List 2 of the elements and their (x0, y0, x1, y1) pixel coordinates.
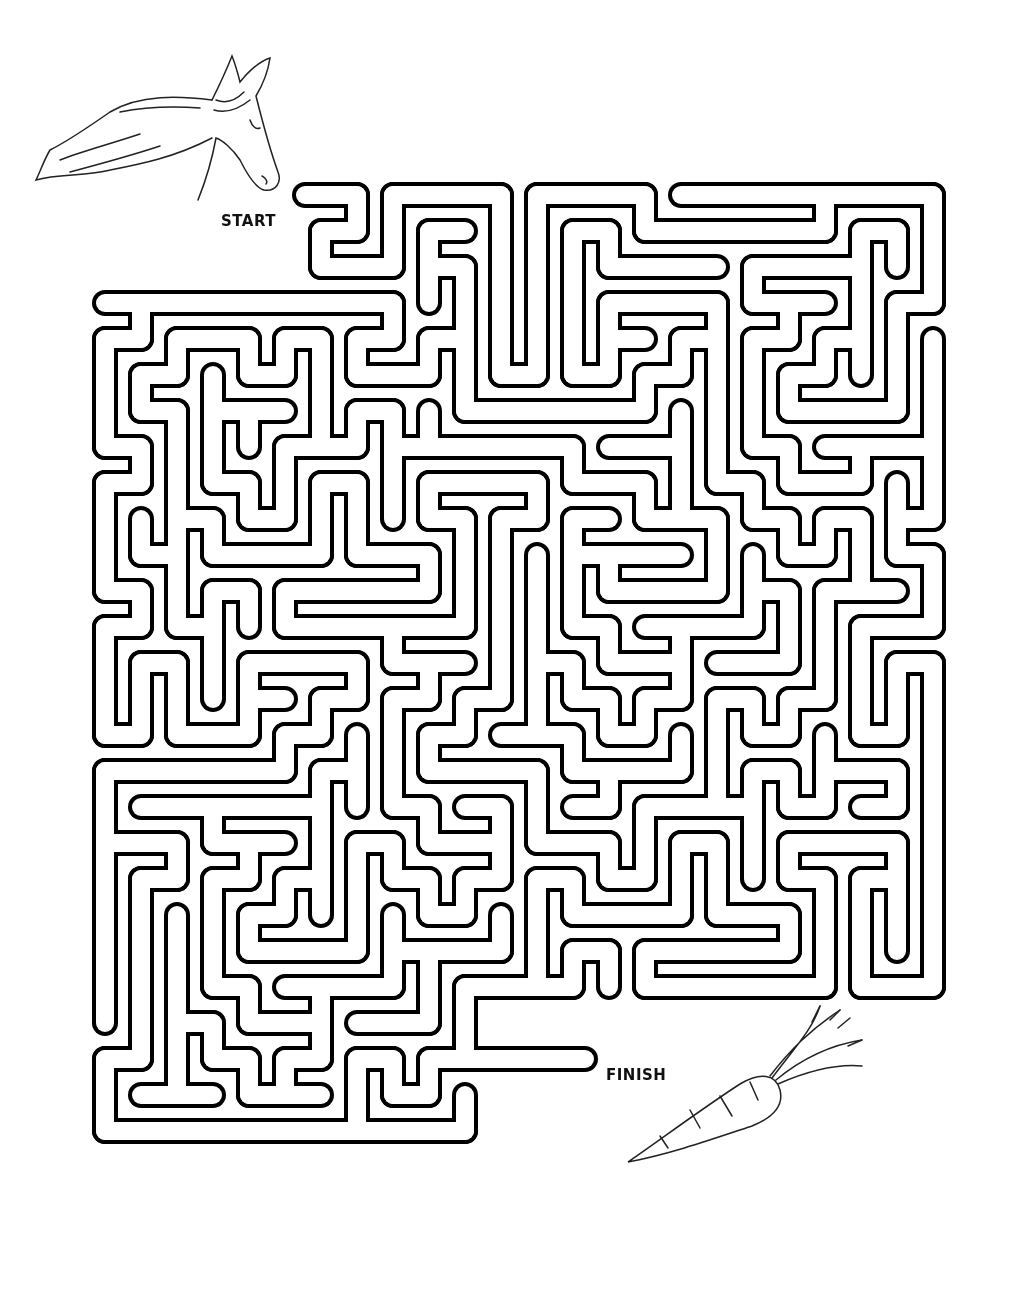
finish-label: FINISH (606, 1066, 667, 1084)
start-label: START (221, 212, 277, 230)
